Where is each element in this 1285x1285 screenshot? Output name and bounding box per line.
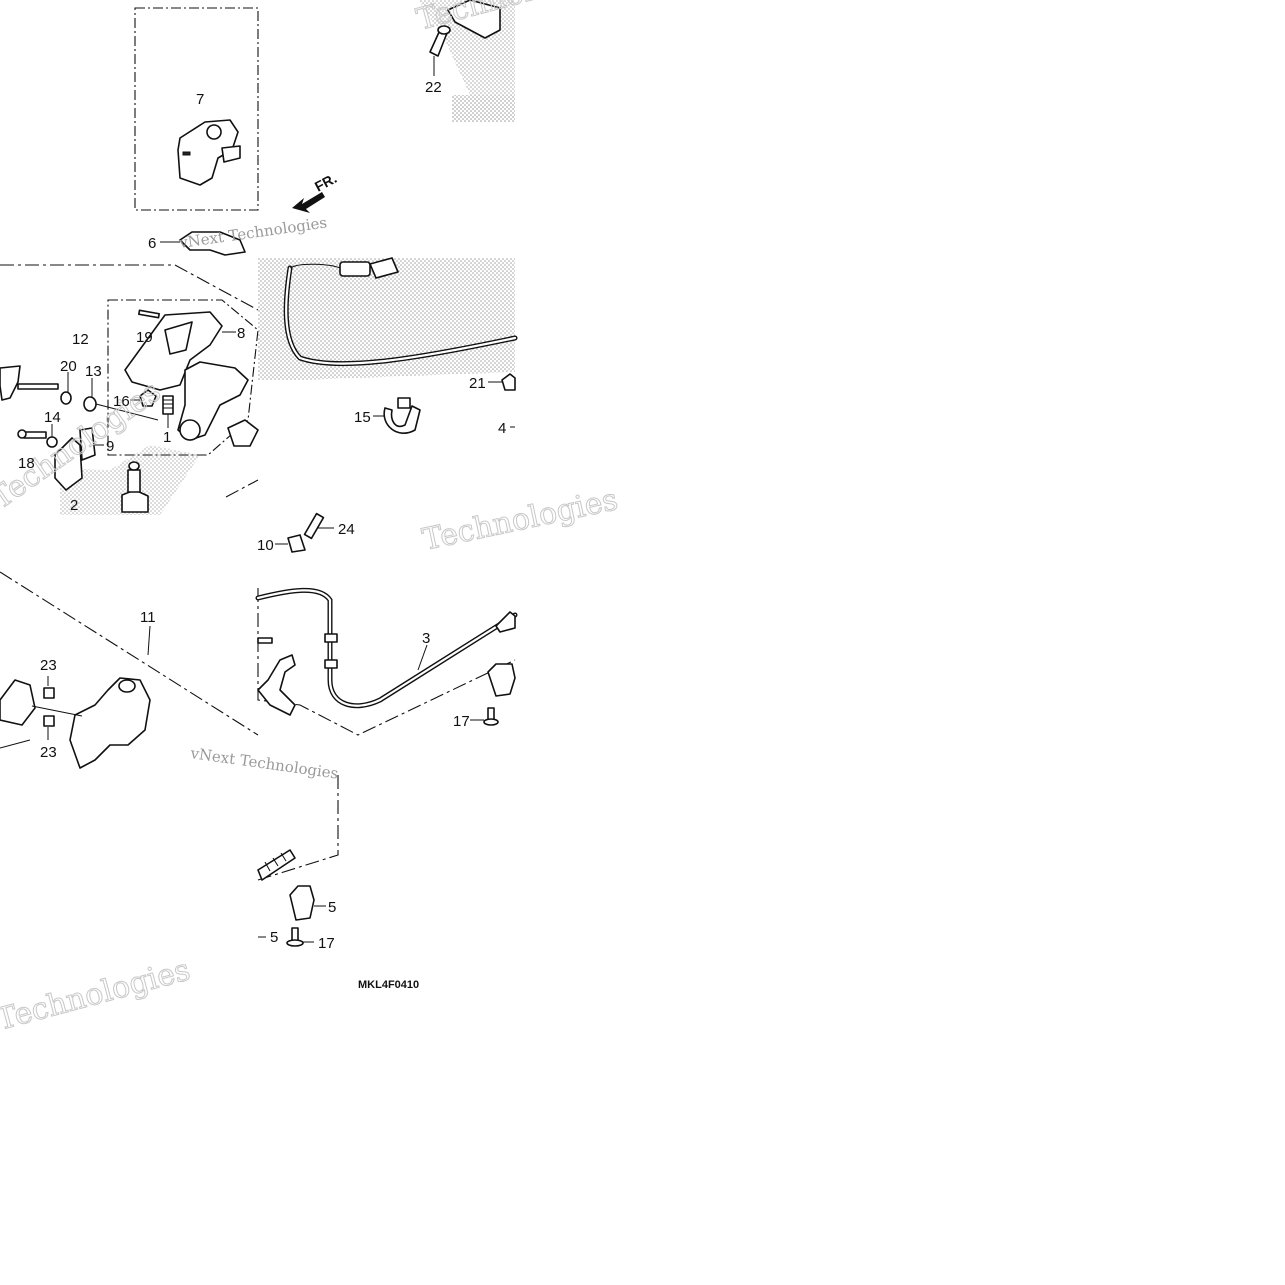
callout-23: 23 xyxy=(40,744,57,761)
watermarks: Technologies Technologies Technologies T… xyxy=(0,0,621,1038)
part-17-bolt-lower xyxy=(286,927,314,947)
assembly-frames xyxy=(0,7,516,881)
lower-spring xyxy=(257,849,296,881)
callout-15: 15 xyxy=(354,409,371,426)
callout-6: 6 xyxy=(148,235,156,252)
callout-23: 23 xyxy=(40,657,57,674)
part-5-clamp-lower xyxy=(289,885,326,921)
watermark-brand: Technologies xyxy=(419,482,620,558)
part-15-band xyxy=(373,397,421,434)
callout-5: 5 xyxy=(270,929,278,946)
callout-7: 7 xyxy=(196,91,204,108)
watermark-brand-small: vNext Technologies xyxy=(188,744,339,783)
callout-10: 10 xyxy=(257,537,274,554)
callout-16: 16 xyxy=(113,393,130,410)
callout-12: 12 xyxy=(72,331,89,348)
callout-11: 11 xyxy=(140,609,156,626)
upper-cable xyxy=(283,257,518,367)
part-9-plate xyxy=(54,427,104,491)
spring-upper xyxy=(162,395,174,428)
front-arrow-icon xyxy=(292,192,325,213)
part-5-clamp-upper xyxy=(487,663,516,697)
callout-4: 4 xyxy=(498,420,506,437)
part-18-screw xyxy=(17,424,58,448)
callout-5: 5 xyxy=(328,899,336,916)
callout-24: 24 xyxy=(338,521,355,538)
callout-9: 9 xyxy=(106,438,114,455)
diagram-code: MKL4F0410 xyxy=(358,979,419,991)
part-22-bolt xyxy=(429,0,501,76)
part-7-cover xyxy=(177,119,241,186)
callout-2: 2 xyxy=(70,497,78,514)
callout-17: 17 xyxy=(453,713,470,730)
callout-8: 8 xyxy=(237,325,245,342)
part-23-springs xyxy=(43,676,55,740)
callout-1: 1 xyxy=(163,429,171,446)
part-21-nut xyxy=(488,373,516,391)
watermark-brand: Technologies xyxy=(0,953,194,1038)
callout-13: 13 xyxy=(85,363,102,380)
callout-17: 17 xyxy=(318,935,335,952)
part-17-bolt-upper xyxy=(470,707,499,726)
shaded-regions xyxy=(60,0,515,515)
part-1-housing xyxy=(177,361,259,447)
callout-3: 3 xyxy=(422,630,430,647)
callout-22: 22 xyxy=(425,79,442,96)
watermark-brand-small: vNext Technologies xyxy=(177,213,328,252)
part-6-bracket xyxy=(160,231,246,256)
callout-20: 20 xyxy=(60,358,77,375)
part-2-switch xyxy=(121,461,149,513)
part-shaft xyxy=(0,365,159,421)
callout-14: 14 xyxy=(44,409,61,426)
part-3-cable xyxy=(255,587,518,709)
part-8-lever-housing xyxy=(124,311,236,391)
callout-18: 18 xyxy=(18,455,35,472)
cable-bracket xyxy=(257,637,296,716)
part-10-clip xyxy=(275,534,306,553)
part-24-spring xyxy=(303,512,334,540)
callout-21: 21 xyxy=(469,375,486,392)
callout-19: 19 xyxy=(136,329,153,346)
callouts: 7 22 6 12 19 8 20 13 16 1 14 9 18 2 21 1… xyxy=(18,79,506,952)
part-11-housing xyxy=(0,625,151,769)
part-16-nut xyxy=(130,389,157,407)
front-label: FR. xyxy=(312,170,339,195)
part-19-pin xyxy=(138,309,160,319)
